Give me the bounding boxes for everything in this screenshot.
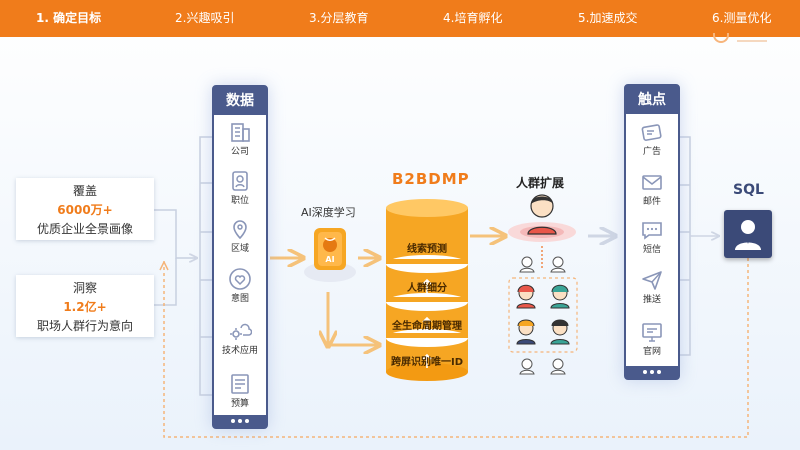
insight-title: 洞察 bbox=[72, 281, 97, 295]
touch-item-label: 官网 bbox=[642, 347, 661, 357]
nav-step-1[interactable]: 1. 确定目标 bbox=[36, 11, 102, 25]
ai-label: AI深度学习 bbox=[301, 206, 356, 219]
nav-step-5[interactable]: 5.加速成交 bbox=[578, 11, 638, 25]
data-item-label: 意图 bbox=[230, 294, 249, 304]
touchpoint-panel: 触点 广告 邮件 短信 推送 官网 bbox=[624, 84, 680, 380]
touch-panel-more[interactable] bbox=[626, 366, 678, 378]
document-icon bbox=[231, 374, 249, 394]
gear-cloud-icon bbox=[230, 323, 252, 340]
cylinder-layer-segmentation: 人群细分 bbox=[407, 283, 447, 294]
data-item-label: 技术应用 bbox=[221, 346, 258, 356]
heart-icon bbox=[229, 268, 251, 290]
data-panel-title: 数据 bbox=[214, 87, 266, 115]
b2bdmp-title: B2BDMP bbox=[392, 170, 470, 188]
insight-desc: 职场人群行为意向 bbox=[36, 319, 133, 333]
touchpoint-panel-title: 触点 bbox=[626, 86, 678, 114]
sql-user-box[interactable] bbox=[724, 210, 772, 258]
building-icon bbox=[231, 123, 250, 142]
map-pin-icon bbox=[233, 220, 247, 240]
step-nav: 1. 确定目标 2.兴趣吸引 3.分层教育 4.培育孵化 5.加速成交 6.测量… bbox=[0, 0, 800, 37]
nav-step-4[interactable]: 4.培育孵化 bbox=[443, 11, 503, 25]
brand-logo-icon bbox=[713, 33, 729, 43]
data-item-label: 预算 bbox=[230, 399, 249, 409]
data-item-intent[interactable]: 意图 bbox=[214, 267, 266, 305]
touch-item-sms[interactable]: 短信 bbox=[626, 218, 678, 256]
nav-step-3[interactable]: 3.分层教育 bbox=[309, 11, 369, 25]
nav-step-6[interactable]: 6.测量优化 bbox=[712, 11, 772, 25]
insight-value: 1.2亿+ bbox=[63, 300, 107, 314]
touch-item-label: 广告 bbox=[642, 147, 661, 157]
insight-info-box: 洞察 1.2亿+ 职场人群行为意向 bbox=[16, 275, 154, 337]
coverage-desc: 优质企业全景画像 bbox=[36, 222, 133, 236]
data-item-company[interactable]: 公司 bbox=[214, 120, 266, 158]
data-panel: 数据 公司 职位 区域 意图 bbox=[212, 85, 268, 429]
data-item-tech[interactable]: 技术应用 bbox=[214, 319, 266, 357]
cylinder-layer-lifecycle: 全生命周期管理 bbox=[392, 321, 462, 332]
nav-step-2[interactable]: 2.兴趣吸引 bbox=[175, 11, 235, 25]
touch-item-ads[interactable]: 广告 bbox=[626, 120, 678, 158]
cylinder-layer-cross-screen-id: 跨屏识别唯一ID bbox=[390, 357, 464, 368]
send-icon bbox=[642, 271, 662, 290]
chat-icon bbox=[642, 222, 662, 240]
data-panel-more[interactable] bbox=[214, 415, 266, 427]
touch-item-email[interactable]: 邮件 bbox=[626, 170, 678, 208]
touch-item-website[interactable]: 官网 bbox=[626, 320, 678, 358]
touch-item-label: 短信 bbox=[642, 245, 661, 255]
coverage-title: 覆盖 bbox=[72, 184, 97, 198]
data-item-label: 公司 bbox=[230, 147, 249, 157]
crowd-expansion-label: 人群扩展 bbox=[516, 176, 565, 190]
cylinder-layer-lead-prediction: 线索预测 bbox=[407, 244, 447, 255]
id-badge-icon bbox=[232, 171, 248, 191]
touch-item-label: 推送 bbox=[642, 295, 661, 305]
data-item-label: 区域 bbox=[230, 244, 249, 254]
touch-item-label: 邮件 bbox=[642, 197, 661, 207]
sql-label: SQL bbox=[733, 182, 764, 198]
ad-card-icon bbox=[641, 124, 662, 141]
data-item-budget[interactable]: 预算 bbox=[214, 372, 266, 410]
coverage-value: 6000万+ bbox=[57, 203, 113, 217]
user-icon bbox=[735, 220, 761, 250]
data-item-label: 职位 bbox=[230, 196, 249, 206]
brand-logo-text-line bbox=[737, 40, 767, 42]
touch-item-push[interactable]: 推送 bbox=[626, 268, 678, 306]
mail-icon bbox=[642, 175, 662, 190]
data-item-title[interactable]: 职位 bbox=[214, 169, 266, 207]
data-item-region[interactable]: 区域 bbox=[214, 217, 266, 255]
monitor-icon bbox=[642, 323, 662, 342]
coverage-info-box: 覆盖 6000万+ 优质企业全景画像 bbox=[16, 178, 154, 240]
